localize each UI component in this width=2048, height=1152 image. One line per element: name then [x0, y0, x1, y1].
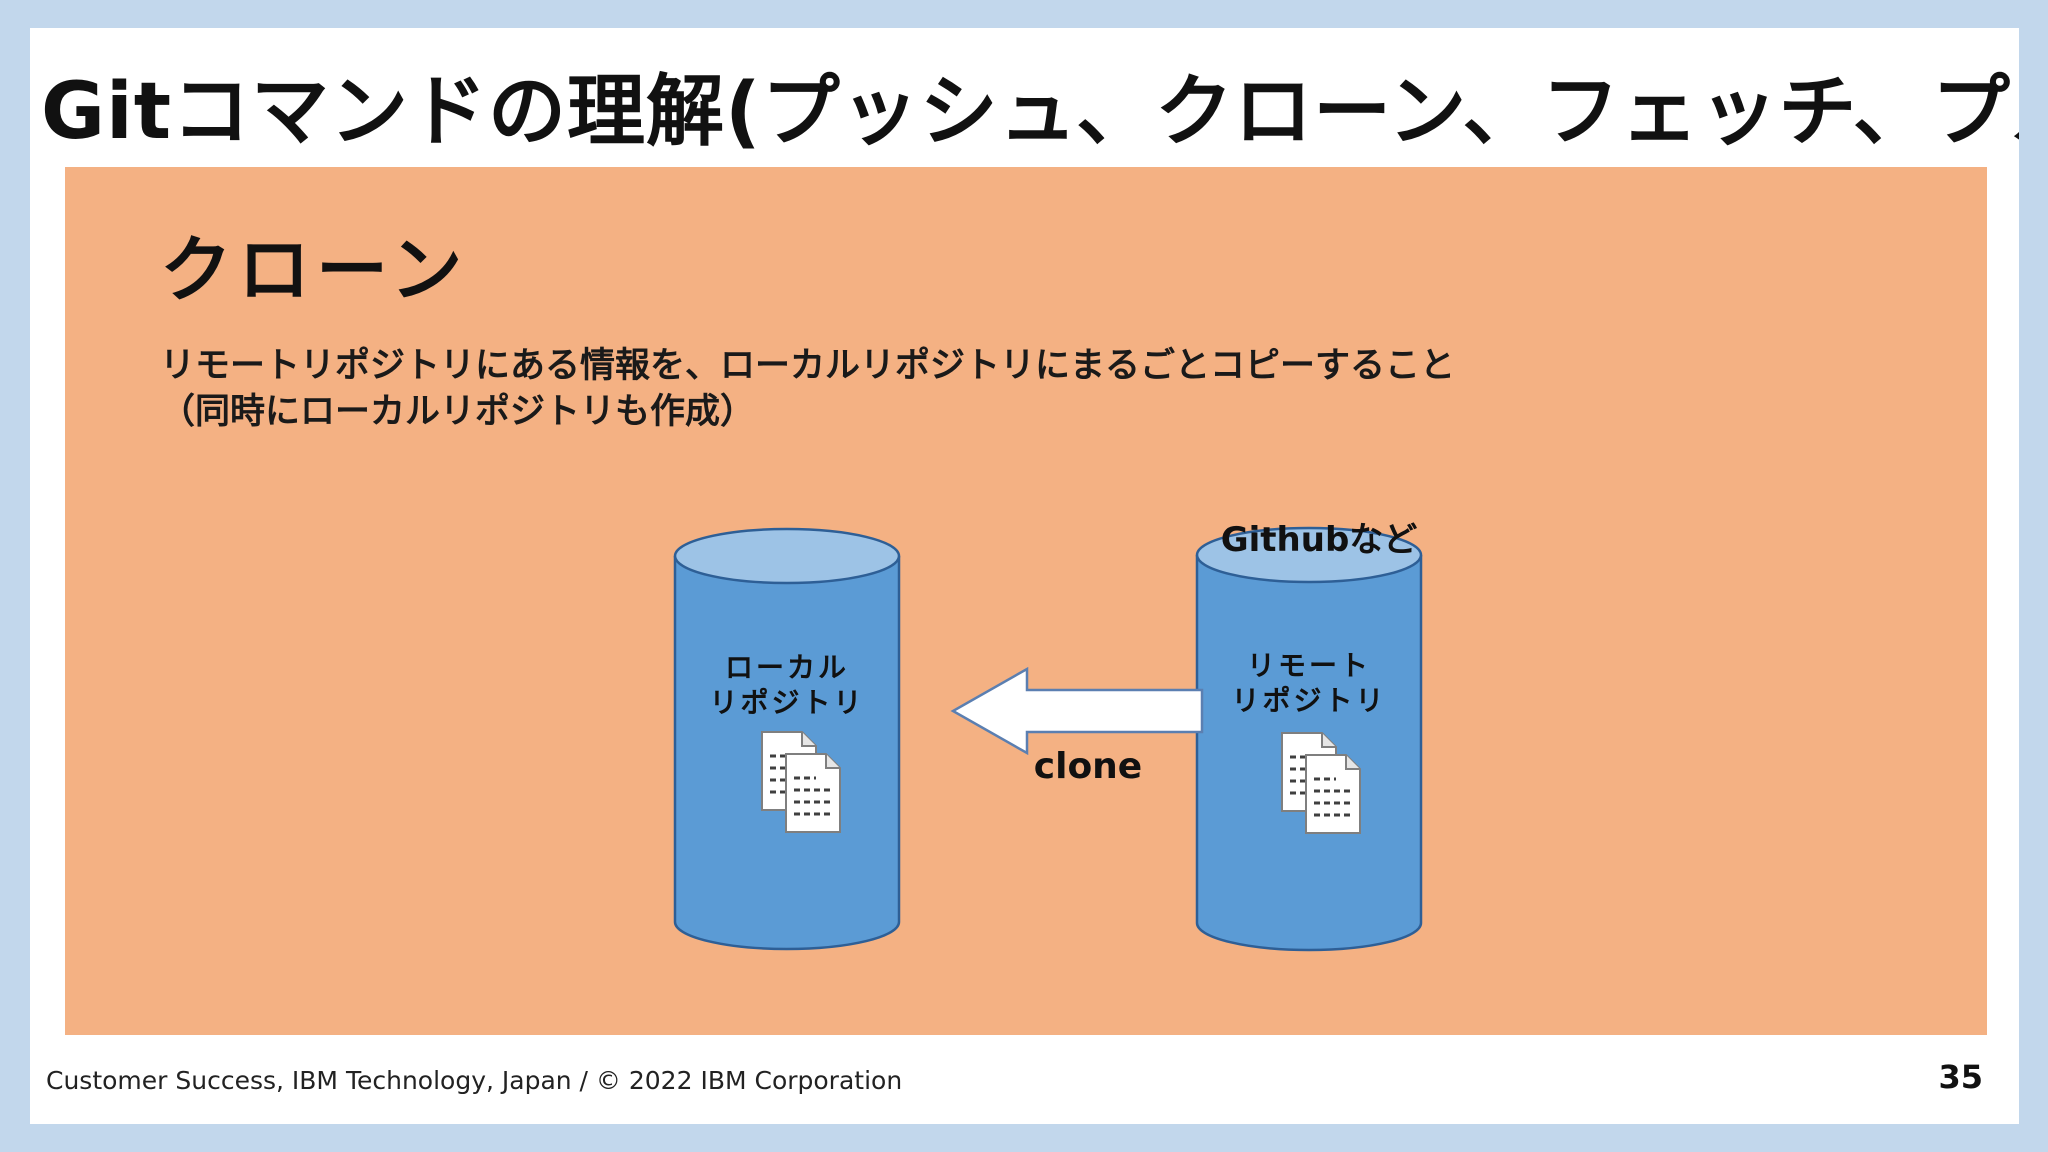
clone-diagram: ローカル リポジトリ Githubなど リモート リポジトリ	[673, 520, 1423, 952]
content-panel: クローン リモートリポジトリにある情報を、ローカルリポジトリにまるごとコピーする…	[65, 167, 1987, 1035]
remote-repo-label-2: リポジトリ	[1231, 684, 1386, 717]
page-number: 35	[1938, 1058, 1983, 1096]
clone-label: clone	[1034, 746, 1142, 787]
slide: Gitコマンドの理解(プッシュ、クローン、フェッチ、プル) クローン リモートリ…	[30, 28, 2019, 1124]
description: リモートリポジトリにある情報を、ローカルリポジトリにまるごとコピーすること （同…	[160, 343, 1455, 435]
local-repo-label-1: ローカル	[725, 651, 849, 684]
section-title: クローン	[160, 228, 469, 312]
local-repo-label-2: リポジトリ	[709, 686, 864, 719]
remote-repo-label-1: リモート	[1247, 649, 1371, 682]
clone-arrow	[950, 666, 1204, 756]
description-line-2: （同時にローカルリポジトリも作成）	[160, 392, 756, 432]
remote-repository-cylinder: Githubなど リモート リポジトリ	[1195, 520, 1423, 952]
slide-title: Gitコマンドの理解(プッシュ、クローン、フェッチ、プル)	[41, 67, 2019, 157]
remote-host-label: Githubなど	[1221, 520, 1418, 560]
local-repository-cylinder: ローカル リポジトリ	[673, 527, 901, 951]
description-line-1: リモートリポジトリにある情報を、ローカルリポジトリにまるごとコピーすること	[160, 346, 1456, 386]
footer-copyright: Customer Success, IBM Technology, Japan …	[46, 1066, 903, 1095]
